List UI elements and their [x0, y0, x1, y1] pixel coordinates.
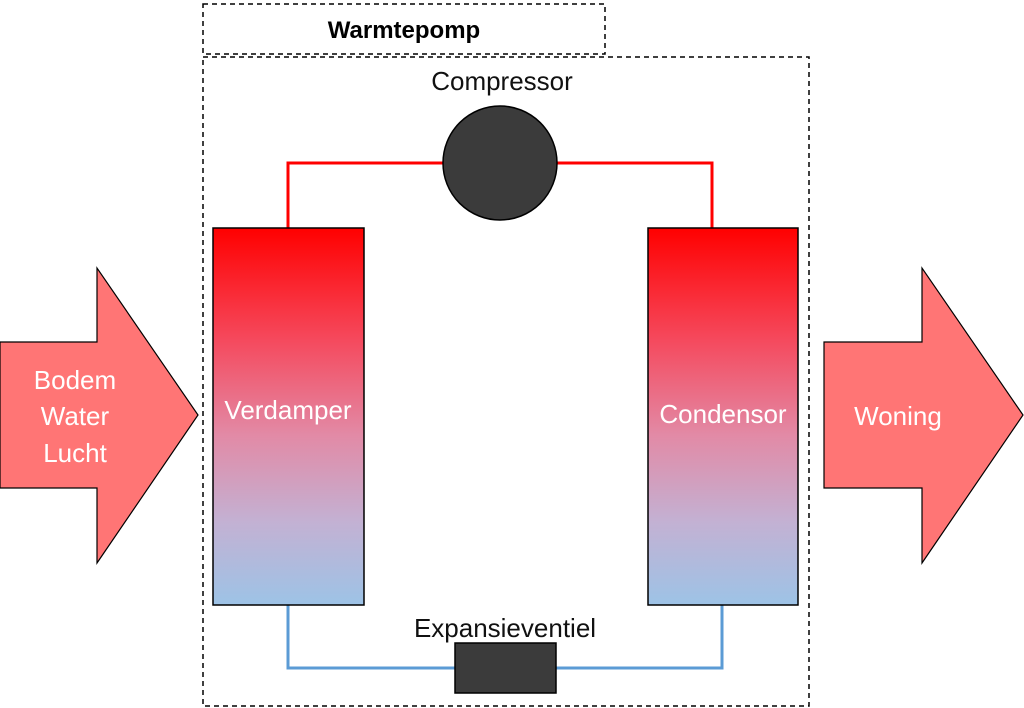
- expansion-valve-label: Expansieventiel: [414, 613, 596, 643]
- expansion-valve: [454, 642, 557, 694]
- condenser: [647, 227, 799, 606]
- title-tab-frame: [202, 3, 606, 55]
- evaporator-label: Verdamper: [224, 395, 352, 425]
- heat-pump-boundary: [202, 56, 810, 707]
- input-arrow: [0, 266, 199, 565]
- output-arrow: [823, 266, 1024, 565]
- evaporator: [212, 227, 365, 606]
- condenser-label: Condensor: [659, 399, 787, 429]
- input-arrow-label-line-3: Lucht: [43, 438, 107, 468]
- input-arrow-label-line-2: Water: [41, 401, 110, 431]
- diagram-title: Warmtepomp: [328, 17, 480, 44]
- output-arrow-label: Woning: [854, 401, 942, 431]
- compressor-label: Compressor: [431, 66, 573, 96]
- compressor: [442, 105, 558, 221]
- input-arrow-label-line-1: Bodem: [34, 365, 116, 395]
